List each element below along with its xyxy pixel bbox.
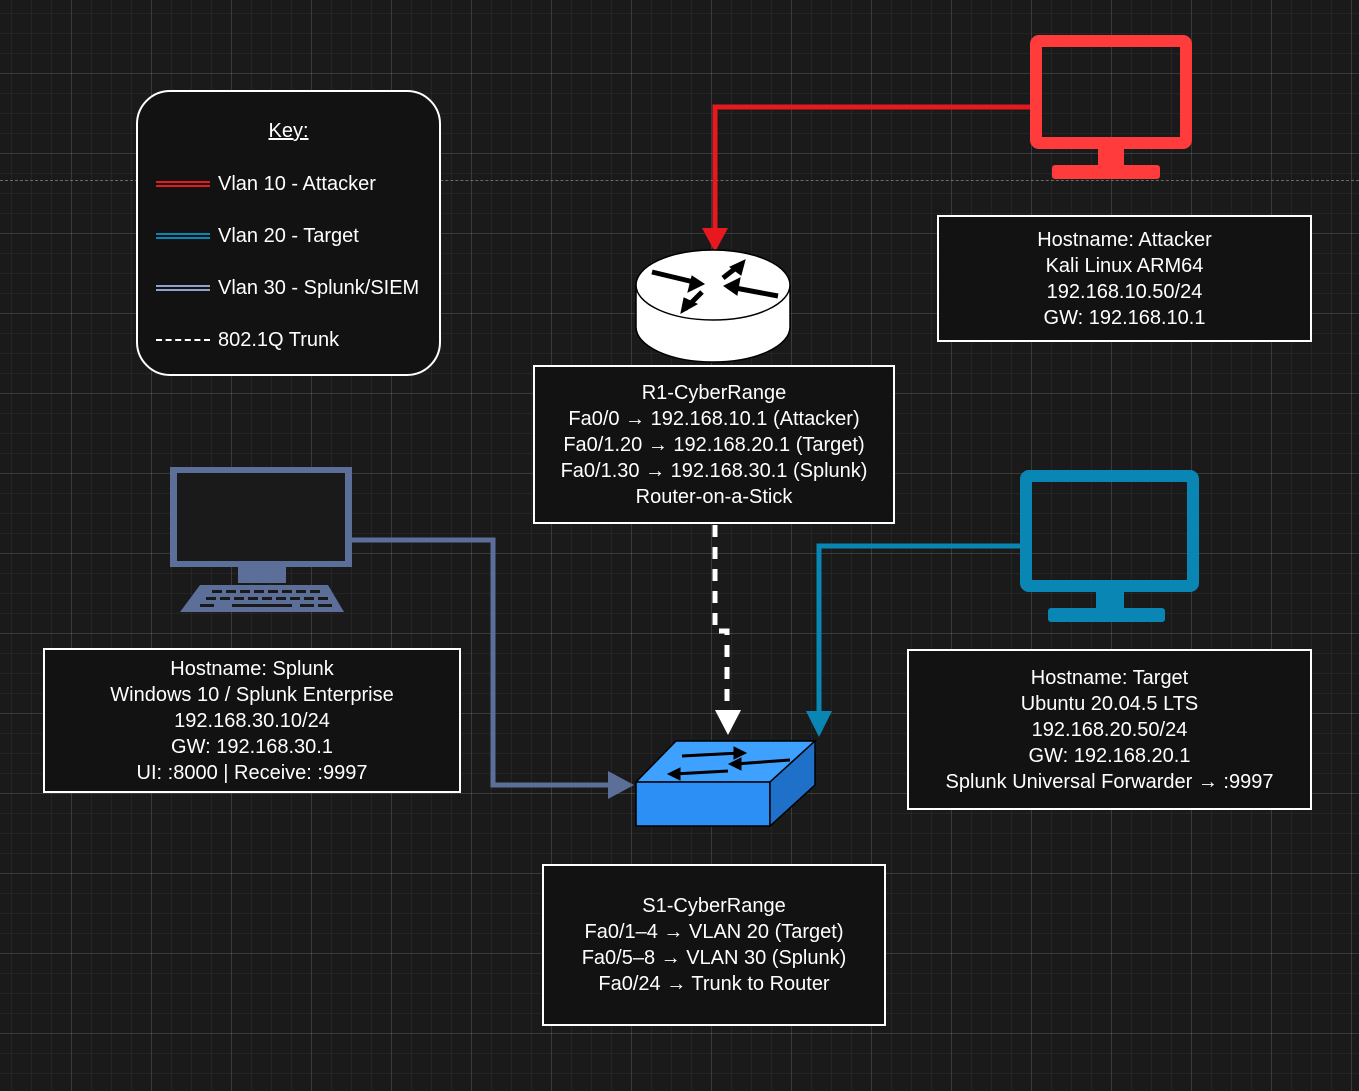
switch-port-line: Fa0/1–4 → VLAN 20 (Target) <box>584 921 844 943</box>
target-hostname: Hostname: Target <box>1030 666 1189 689</box>
legend-swatch-vlan20 <box>156 233 210 239</box>
legend-box: Key: Vlan 10 - Attacker Vlan 20 - Target… <box>136 90 441 376</box>
switch-port-line: Fa0/24 → Trunk to Router <box>598 973 830 995</box>
splunk-hostname: Hostname: Splunk <box>170 657 334 680</box>
switch-hostname: S1-CyberRange <box>642 895 786 917</box>
attacker-monitor-icon[interactable] <box>1030 35 1192 179</box>
legend-item-trunk: 802.1Q Trunk <box>156 327 339 353</box>
target-info-box[interactable]: Hostname: Target Ubuntu 20.04.5 LTS 192.… <box>907 649 1312 810</box>
legend-label: 802.1Q Trunk <box>218 328 340 351</box>
attacker-hostname: Hostname: Attacker <box>1037 228 1212 251</box>
legend-item-vlan30: Vlan 30 - Splunk/SIEM <box>156 275 419 301</box>
splunk-gateway: GW: 192.168.30.1 <box>171 735 333 758</box>
link-attacker-router[interactable] <box>702 104 1030 252</box>
router-icon[interactable] <box>635 249 791 363</box>
router-interface-line: Fa0/1.30 → 192.168.30.1 (Splunk) <box>560 459 868 482</box>
router-hostname: R1-CyberRange <box>641 381 787 404</box>
link-trunk-router-switch[interactable] <box>712 525 741 735</box>
link-splunk-switch[interactable] <box>352 537 634 799</box>
splunk-desktop-computer-icon[interactable] <box>170 467 352 612</box>
legend-label: Vlan 10 - Attacker <box>218 172 376 195</box>
router-interface-line: Fa0/0 → 192.168.10.1 (Attacker) <box>568 407 860 430</box>
target-ip: 192.168.20.50/24 <box>1031 718 1188 741</box>
splunk-ports: UI: :8000 | Receive: :9997 <box>136 761 368 784</box>
switch-info-box[interactable]: S1-CyberRange Fa0/1–4 → VLAN 20 (Target)… <box>542 864 886 1026</box>
router-mode: Router-on-a-Stick <box>635 485 793 508</box>
legend-label: Vlan 30 - Splunk/SIEM <box>218 276 420 299</box>
splunk-os: Windows 10 / Splunk Enterprise <box>110 683 394 706</box>
legend-item-vlan10: Vlan 10 - Attacker <box>156 171 376 197</box>
splunk-info-box[interactable]: Hostname: Splunk Windows 10 / Splunk Ent… <box>43 648 461 793</box>
link-target-switch[interactable] <box>806 543 1022 737</box>
attacker-info-box[interactable]: Hostname: Attacker Kali Linux ARM64 192.… <box>937 215 1312 342</box>
switch-port-line: Fa0/5–8 → VLAN 30 (Splunk) <box>581 947 847 969</box>
attacker-ip: 192.168.10.50/24 <box>1046 280 1203 303</box>
target-monitor-icon[interactable] <box>1020 470 1199 622</box>
target-os: Ubuntu 20.04.5 LTS <box>1020 692 1199 715</box>
attacker-gateway: GW: 192.168.10.1 <box>1043 306 1206 329</box>
switch-icon[interactable] <box>634 739 817 828</box>
splunk-ip: 192.168.30.10/24 <box>174 709 330 732</box>
legend-swatch-trunk <box>156 339 210 341</box>
target-gateway: GW: 192.168.20.1 <box>1028 744 1191 767</box>
legend-label: Vlan 20 - Target <box>218 224 359 247</box>
legend-item-vlan20: Vlan 20 - Target <box>156 223 359 249</box>
legend-title: Key: <box>268 120 309 142</box>
legend-swatch-vlan30 <box>156 285 210 291</box>
router-interface-line: Fa0/1.20 → 192.168.20.1 (Target) <box>563 433 865 456</box>
target-forwarder: Splunk Universal Forwarder → :9997 <box>945 770 1274 793</box>
legend-swatch-vlan10 <box>156 181 210 187</box>
router-info-box[interactable]: R1-CyberRange Fa0/0 → 192.168.10.1 (Atta… <box>533 365 895 524</box>
page-break-line <box>0 180 1359 181</box>
attacker-os: Kali Linux ARM64 <box>1045 254 1204 277</box>
